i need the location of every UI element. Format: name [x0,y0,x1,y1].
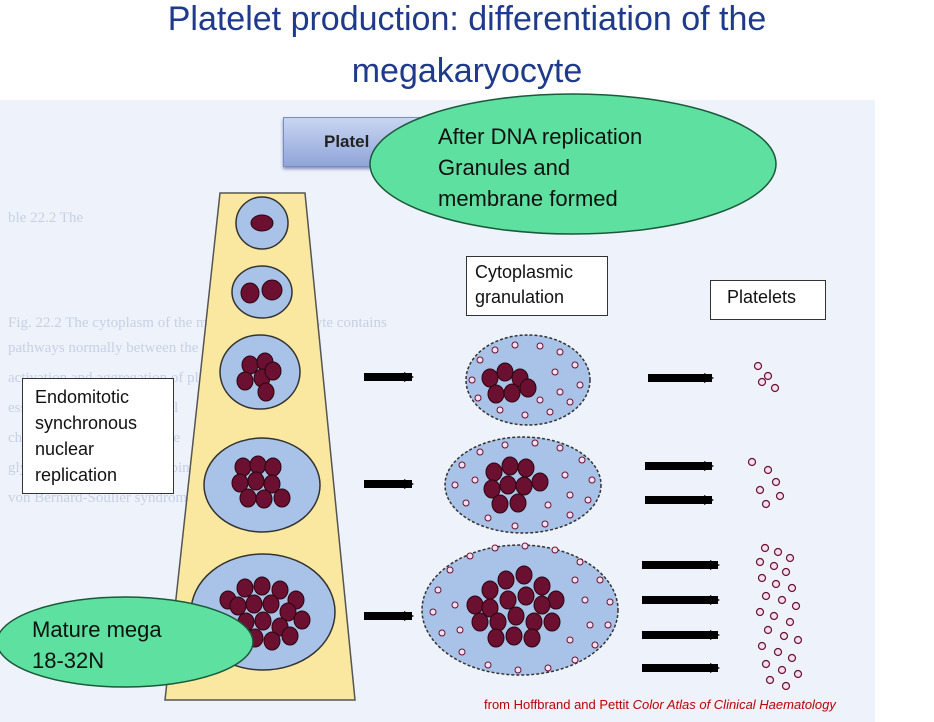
platelets-cluster [747,361,803,691]
callout-line-2: Granules and [438,155,571,180]
endomitotic-label: Endomitotic synchronous nuclear replicat… [22,378,174,494]
megakaryocyte-stage-2 [231,265,293,319]
platelets-label: Platelets [710,280,826,320]
dna-replication-callout: After DNA replication Granules and membr… [438,121,642,214]
granulated-cell-3 [421,542,619,676]
section-tab-label: Platel [324,132,370,151]
granulated-cell-2 [444,436,602,534]
callout-line-1: After DNA replication [438,124,643,149]
source-credit: from Hoffbrand and Pettit Color Atlas of… [484,697,836,712]
title-line-2: megakaryocyte [351,52,583,90]
mature-mega-line-2: 18-32N [32,648,105,673]
callout-line-3: membrane formed [438,186,618,211]
mature-mega-callout: Mature mega 18-32N [32,614,162,676]
mature-mega-callout-shape [0,596,254,688]
megakaryocyte-stage-3 [219,334,301,410]
title-line-1: Platelet production: differentiation of … [167,0,767,38]
granulated-cell-1 [465,334,591,426]
mature-mega-line-1: Mature mega [32,617,162,642]
dna-replication-callout-shape [369,93,777,235]
megakaryocyte-stage-4 [203,437,321,533]
cytoplasmic-granulation-label: Cytoplasmic granulation [466,256,608,316]
megakaryocyte-stage-1 [235,196,289,250]
